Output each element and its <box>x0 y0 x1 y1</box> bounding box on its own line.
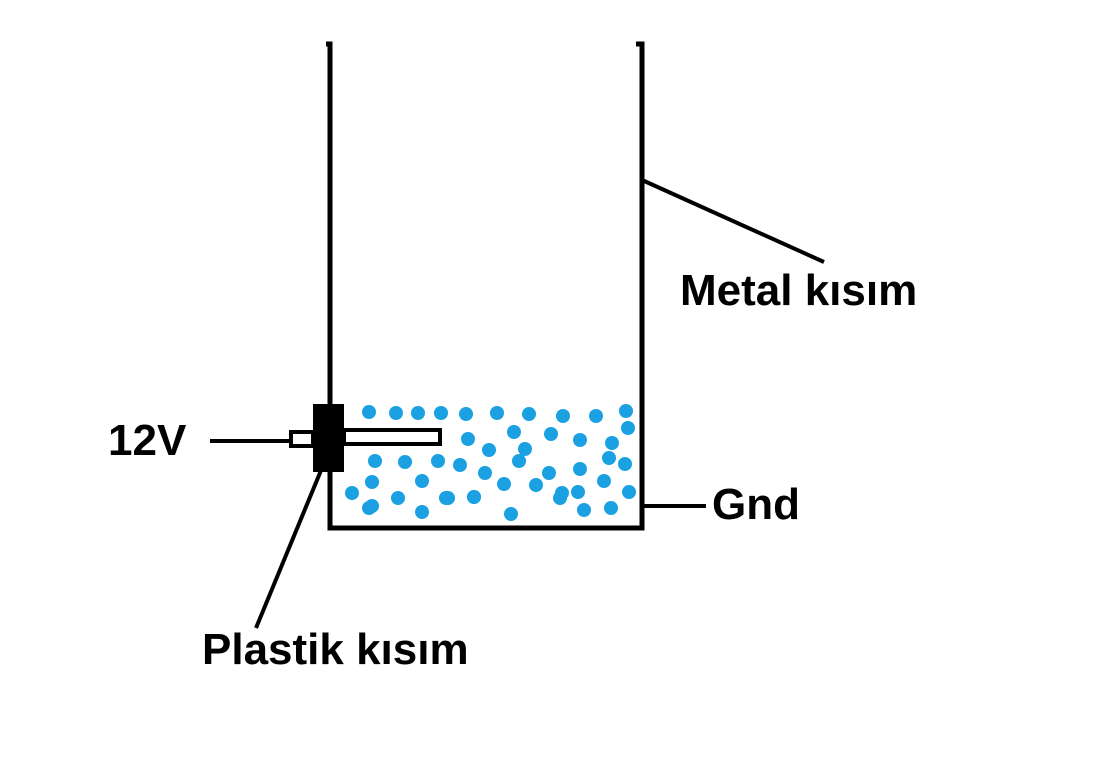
container-outline <box>326 41 645 531</box>
water-bubble <box>512 454 526 468</box>
metal-container <box>326 41 645 531</box>
plastic-part-label: Plastik kısım <box>202 625 469 674</box>
water-bubble <box>461 432 475 446</box>
water-bubble <box>434 406 448 420</box>
water-bubble <box>504 507 518 521</box>
water-bubble <box>365 475 379 489</box>
water-bubble <box>362 405 376 419</box>
water-bubbles <box>345 404 636 521</box>
water-bubble <box>542 466 556 480</box>
water-bubble <box>497 477 511 491</box>
water-bubble <box>518 442 532 456</box>
water-bubble <box>577 503 591 517</box>
water-bubble <box>622 485 636 499</box>
water-bubble <box>573 462 587 476</box>
water-bubble <box>529 478 543 492</box>
water-bubble <box>453 458 467 472</box>
water-bubble <box>368 454 382 468</box>
water-bubble <box>544 427 558 441</box>
water-bubble <box>571 485 585 499</box>
water-bubble <box>621 421 635 435</box>
electrode-rod-inner <box>342 428 442 446</box>
water-bubble <box>553 491 567 505</box>
water-bubble <box>618 457 632 471</box>
electrode-assembly <box>289 404 442 472</box>
voltage-label: 12V <box>108 416 187 465</box>
connector-lines <box>210 178 825 629</box>
ground-label: Gnd <box>712 480 800 529</box>
water-bubble <box>415 474 429 488</box>
water-bubble <box>467 490 481 504</box>
water-bubble <box>482 443 496 457</box>
water-bubble <box>391 491 405 505</box>
water-bubble <box>573 433 587 447</box>
water-bubble <box>597 474 611 488</box>
electrode-rod-outer <box>289 430 315 448</box>
water-bubble <box>411 406 425 420</box>
metal-part-label: Metal kısım <box>680 266 917 315</box>
water-bubble <box>589 409 603 423</box>
water-bubble <box>522 407 536 421</box>
plastic-leader-line <box>254 467 324 629</box>
water-bubble <box>604 501 618 515</box>
water-bubble <box>345 486 359 500</box>
water-bubble <box>365 499 379 513</box>
water-bubble <box>556 409 570 423</box>
water-bubble <box>602 451 616 465</box>
water-bubble <box>490 406 504 420</box>
water-bubble <box>398 455 412 469</box>
water-bubble <box>415 505 429 519</box>
water-bubble <box>459 407 473 421</box>
water-bubble <box>431 454 445 468</box>
water-bubble <box>478 466 492 480</box>
water-bubble <box>389 406 403 420</box>
water-bubble <box>605 436 619 450</box>
plastic-insulator-block <box>313 404 344 472</box>
metal-leader-line <box>641 178 825 264</box>
water-bubble <box>439 491 453 505</box>
water-bubble <box>507 425 521 439</box>
water-bubble <box>619 404 633 418</box>
